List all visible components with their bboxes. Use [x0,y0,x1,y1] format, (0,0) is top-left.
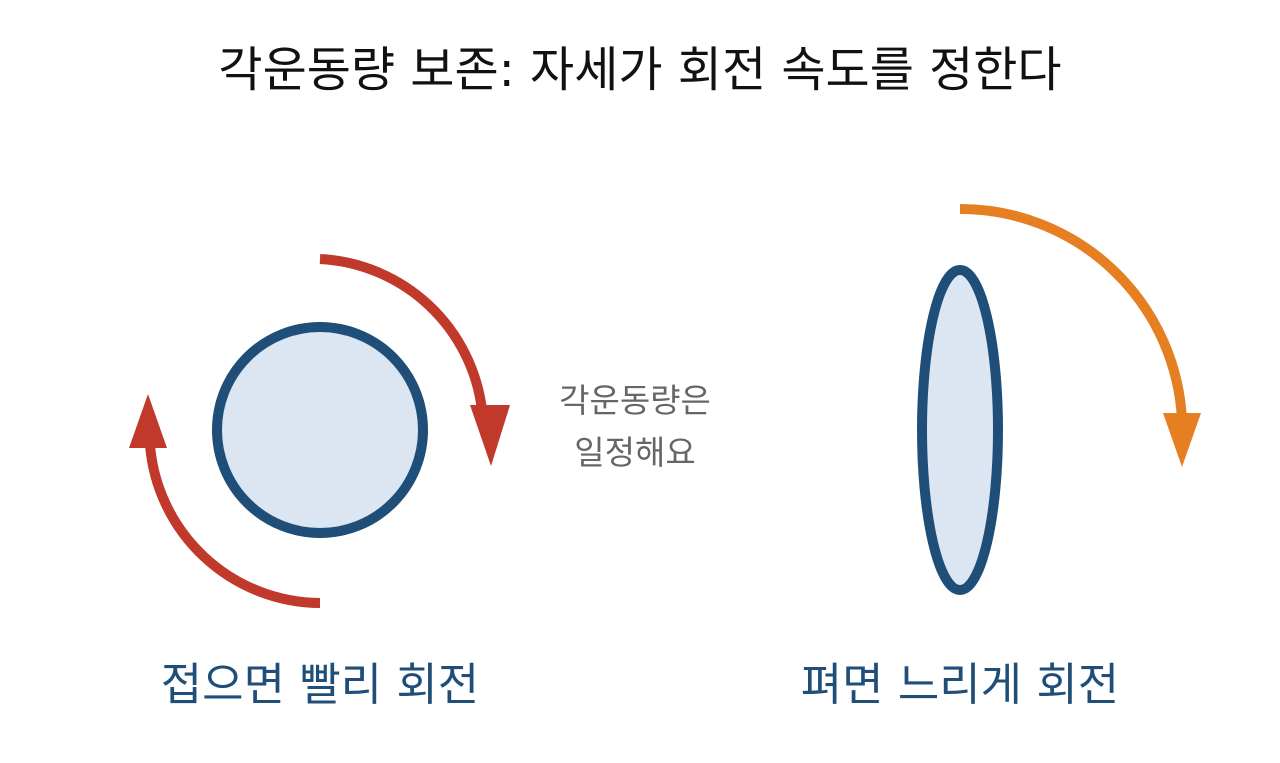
center-note-line2: 일정해요 [574,433,695,472]
circle-icon [212,322,428,538]
fast-arc-arrow-top-icon [319,254,510,466]
left-caption: 접으면 빨리 회전 [161,658,479,711]
fast-arc-arrow-bottom-icon [129,394,321,608]
right-caption: 펴면 느리게 회전 [801,658,1119,711]
left-panel: 접으면 빨리 회전 [129,254,510,711]
page-title: 각운동량 보존: 자세가 회전 속도를 정한다 [218,42,1061,98]
center-note-line1: 각운동량은 [559,381,711,420]
ellipse-icon [917,265,1003,595]
slow-arc-arrow-icon [959,203,1201,467]
right-panel: 펴면 느리게 회전 [801,203,1201,711]
center-note: 각운동량은 일정해요 [559,381,711,472]
